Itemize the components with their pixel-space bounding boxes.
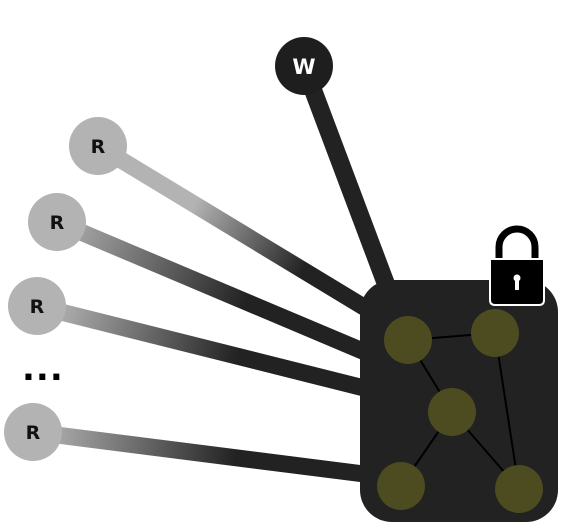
- reader-node-1: R: [69, 117, 127, 175]
- reader-connection-4: [31, 423, 374, 484]
- reader-label-4: R: [26, 422, 41, 444]
- reader-connection-1: [93, 138, 377, 320]
- reader-label-1: R: [91, 136, 106, 158]
- graph-node: [495, 465, 543, 513]
- reader-connection-3: [34, 297, 375, 399]
- lock-icon: [489, 225, 545, 306]
- graph-node: [428, 388, 476, 436]
- reader-label-3: R: [30, 296, 45, 318]
- graph-edge: [494, 332, 520, 490]
- reader-node-2: R: [28, 193, 86, 251]
- reader-node-4: R: [4, 403, 62, 461]
- writer-node: W: [275, 37, 333, 95]
- graph-node: [471, 309, 519, 357]
- graph-node: [384, 316, 432, 364]
- writer-label: W: [292, 55, 315, 79]
- graph-node: [377, 462, 425, 510]
- reader-node-3: R: [8, 277, 66, 335]
- more-readers-ellipsis: ...: [22, 349, 64, 389]
- writer-connection: [295, 62, 401, 304]
- reader-connection-2: [53, 214, 376, 363]
- store-graph: [377, 309, 543, 513]
- reader-label-2: R: [50, 212, 65, 234]
